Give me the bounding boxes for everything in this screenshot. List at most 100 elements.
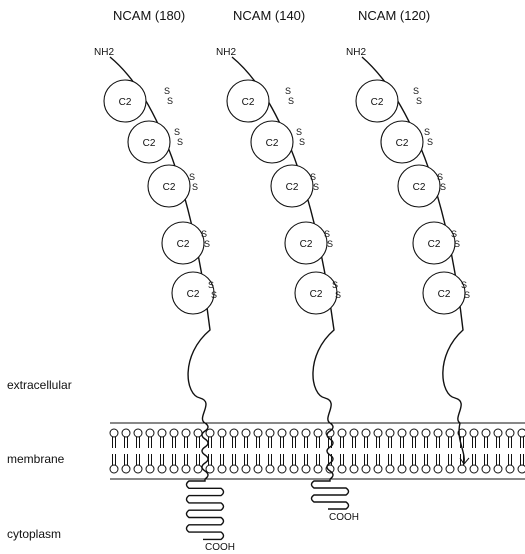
c2-domain: C2: [271, 165, 313, 207]
sulfur-label: S: [413, 86, 419, 96]
c2-domain: C2: [172, 272, 214, 314]
phospholipid: [290, 429, 298, 473]
c2-domain-label: C2: [143, 138, 156, 149]
cytoplasmic-tail: [312, 479, 349, 509]
c2-domain-label: C2: [119, 97, 132, 108]
sulfur-label: S: [427, 137, 433, 147]
c2-domain: C2: [128, 121, 170, 163]
c2-domain: C2: [251, 121, 293, 163]
disulfide-bridge: SS: [285, 86, 294, 106]
sulfur-label: S: [424, 127, 430, 137]
c2-domain: C2: [162, 222, 204, 264]
c2-domain-label: C2: [413, 182, 426, 193]
sulfur-label: S: [310, 172, 316, 182]
protein-title: NCAM (180): [113, 8, 185, 23]
sulfur-label: S: [461, 280, 467, 290]
c2-domain: C2: [227, 80, 269, 122]
c2-domain: C2: [148, 165, 190, 207]
c2-domain-label: C2: [163, 182, 176, 193]
transmembrane-segment: [327, 423, 333, 479]
phospholipid: [194, 429, 202, 473]
n-terminus-label: NH2: [216, 47, 236, 58]
sulfur-label: S: [208, 280, 214, 290]
sulfur-label: S: [288, 96, 294, 106]
phospholipid: [494, 429, 502, 473]
n-terminus-label: NH2: [346, 47, 366, 58]
c2-domain-label: C2: [396, 138, 409, 149]
phospholipid: [278, 429, 286, 473]
phospholipid: [362, 429, 370, 473]
c-terminus-label: COOH: [205, 542, 235, 553]
sulfur-label: S: [332, 280, 338, 290]
c2-domain: C2: [413, 222, 455, 264]
c2-domain-label: C2: [177, 239, 190, 250]
sulfur-label: S: [204, 239, 210, 249]
phospholipid: [254, 429, 262, 473]
phospholipid: [338, 429, 346, 473]
phospholipid: [350, 429, 358, 473]
c2-domain-label: C2: [242, 97, 255, 108]
c2-domain: C2: [104, 80, 146, 122]
sulfur-label: S: [440, 182, 446, 192]
c2-domain: C2: [356, 80, 398, 122]
phospholipid: [422, 429, 430, 473]
phospholipid: [170, 429, 178, 473]
phospholipid: [398, 429, 406, 473]
phospholipid: [266, 429, 274, 473]
sulfur-label: S: [174, 127, 180, 137]
c2-domain: C2: [381, 121, 423, 163]
sulfur-label: S: [416, 96, 422, 106]
phospholipid: [302, 429, 310, 473]
phospholipid: [218, 429, 226, 473]
phospholipid: [314, 429, 322, 473]
disulfide-bridge: SS: [189, 172, 198, 192]
phospholipid: [146, 429, 154, 473]
disulfide-bridge: SS: [296, 127, 305, 147]
phospholipid: [374, 429, 382, 473]
phospholipid: [482, 429, 490, 473]
c2-domain-label: C2: [300, 239, 313, 250]
sulfur-label: S: [313, 182, 319, 192]
sulfur-label: S: [324, 229, 330, 239]
disulfide-bridge: SS: [164, 86, 173, 106]
c-terminus-label: COOH: [329, 512, 359, 523]
sulfur-label: S: [285, 86, 291, 96]
disulfide-bridge: SS: [174, 127, 183, 147]
c2-domain-label: C2: [187, 289, 200, 300]
c2-domain: C2: [398, 165, 440, 207]
phospholipid: [446, 429, 454, 473]
c2-domain: C2: [423, 272, 465, 314]
sulfur-label: S: [327, 239, 333, 249]
phospholipid: [386, 429, 394, 473]
sulfur-label: S: [464, 290, 470, 300]
sulfur-label: S: [164, 86, 170, 96]
phospholipid: [206, 429, 214, 473]
c2-domain-label: C2: [286, 182, 299, 193]
c2-domains: C2C2C2C2C2: [356, 80, 465, 314]
c2-domain: C2: [295, 272, 337, 314]
phospholipid: [242, 429, 250, 473]
phospholipid: [158, 429, 166, 473]
sulfur-label: S: [335, 290, 341, 300]
disulfide-bridge: SS: [424, 127, 433, 147]
sulfur-label: S: [437, 172, 443, 182]
phospholipid: [134, 429, 142, 473]
sulfur-label: S: [299, 137, 305, 147]
c2-domain-label: C2: [266, 138, 279, 149]
phospholipid: [110, 429, 118, 473]
phospholipid: [230, 429, 238, 473]
sulfur-label: S: [454, 239, 460, 249]
region-label-cytoplasm: cytoplasm: [7, 527, 61, 541]
protein-title: NCAM (140): [233, 8, 305, 23]
transmembrane-segment: [202, 423, 208, 479]
region-label-extracellular: extracellular: [7, 378, 72, 392]
sulfur-label: S: [296, 127, 302, 137]
sulfur-label: S: [189, 172, 195, 182]
c2-domain: C2: [285, 222, 327, 264]
sulfur-label: S: [167, 96, 173, 106]
